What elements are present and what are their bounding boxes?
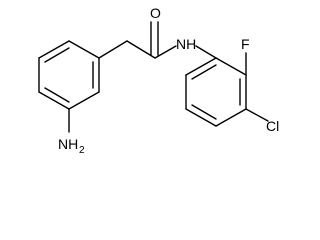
- bond-ring2-a: [215, 57, 247, 76]
- amine-subscript: 2: [79, 145, 85, 156]
- structure-diagram: O NH F Cl NH 2: [38, 5, 279, 156]
- bond-ring1-d: [68, 91, 100, 110]
- amine-nitrogen-label: NH: [58, 136, 78, 152]
- bond-ring1-double-1: [44, 47, 70, 63]
- bond-ring1-e: [38, 91, 70, 110]
- bond-ring-to-chlorine: [245, 108, 269, 122]
- bond-n-to-ring: [195, 45, 217, 59]
- bond-ring2-f: [185, 57, 217, 76]
- bond-ring2-d: [185, 108, 217, 127]
- bond-ring-to-ch2: [98, 40, 128, 59]
- amide-nitrogen-label: NH: [176, 36, 196, 52]
- left-benzene-ring: [38, 40, 100, 110]
- fluorine-label: F: [241, 36, 250, 52]
- molecule-drawing: O NH F Cl NH 2: [38, 5, 279, 156]
- bond-ring2-double-3: [191, 104, 217, 120]
- bond-ring2-c: [215, 108, 247, 127]
- right-benzene-ring: [185, 57, 247, 127]
- bond-ring1-a: [38, 40, 70, 59]
- bond-carbonyl-to-n: [154, 45, 177, 59]
- chlorine-label: Cl: [266, 118, 279, 134]
- bond-ring1-double-3: [44, 87, 70, 103]
- bond-ring1-b: [68, 40, 100, 59]
- bond-ring2-double-1: [191, 64, 217, 80]
- amine-group-label: NH 2: [58, 136, 85, 156]
- oxygen-label: O: [150, 5, 161, 21]
